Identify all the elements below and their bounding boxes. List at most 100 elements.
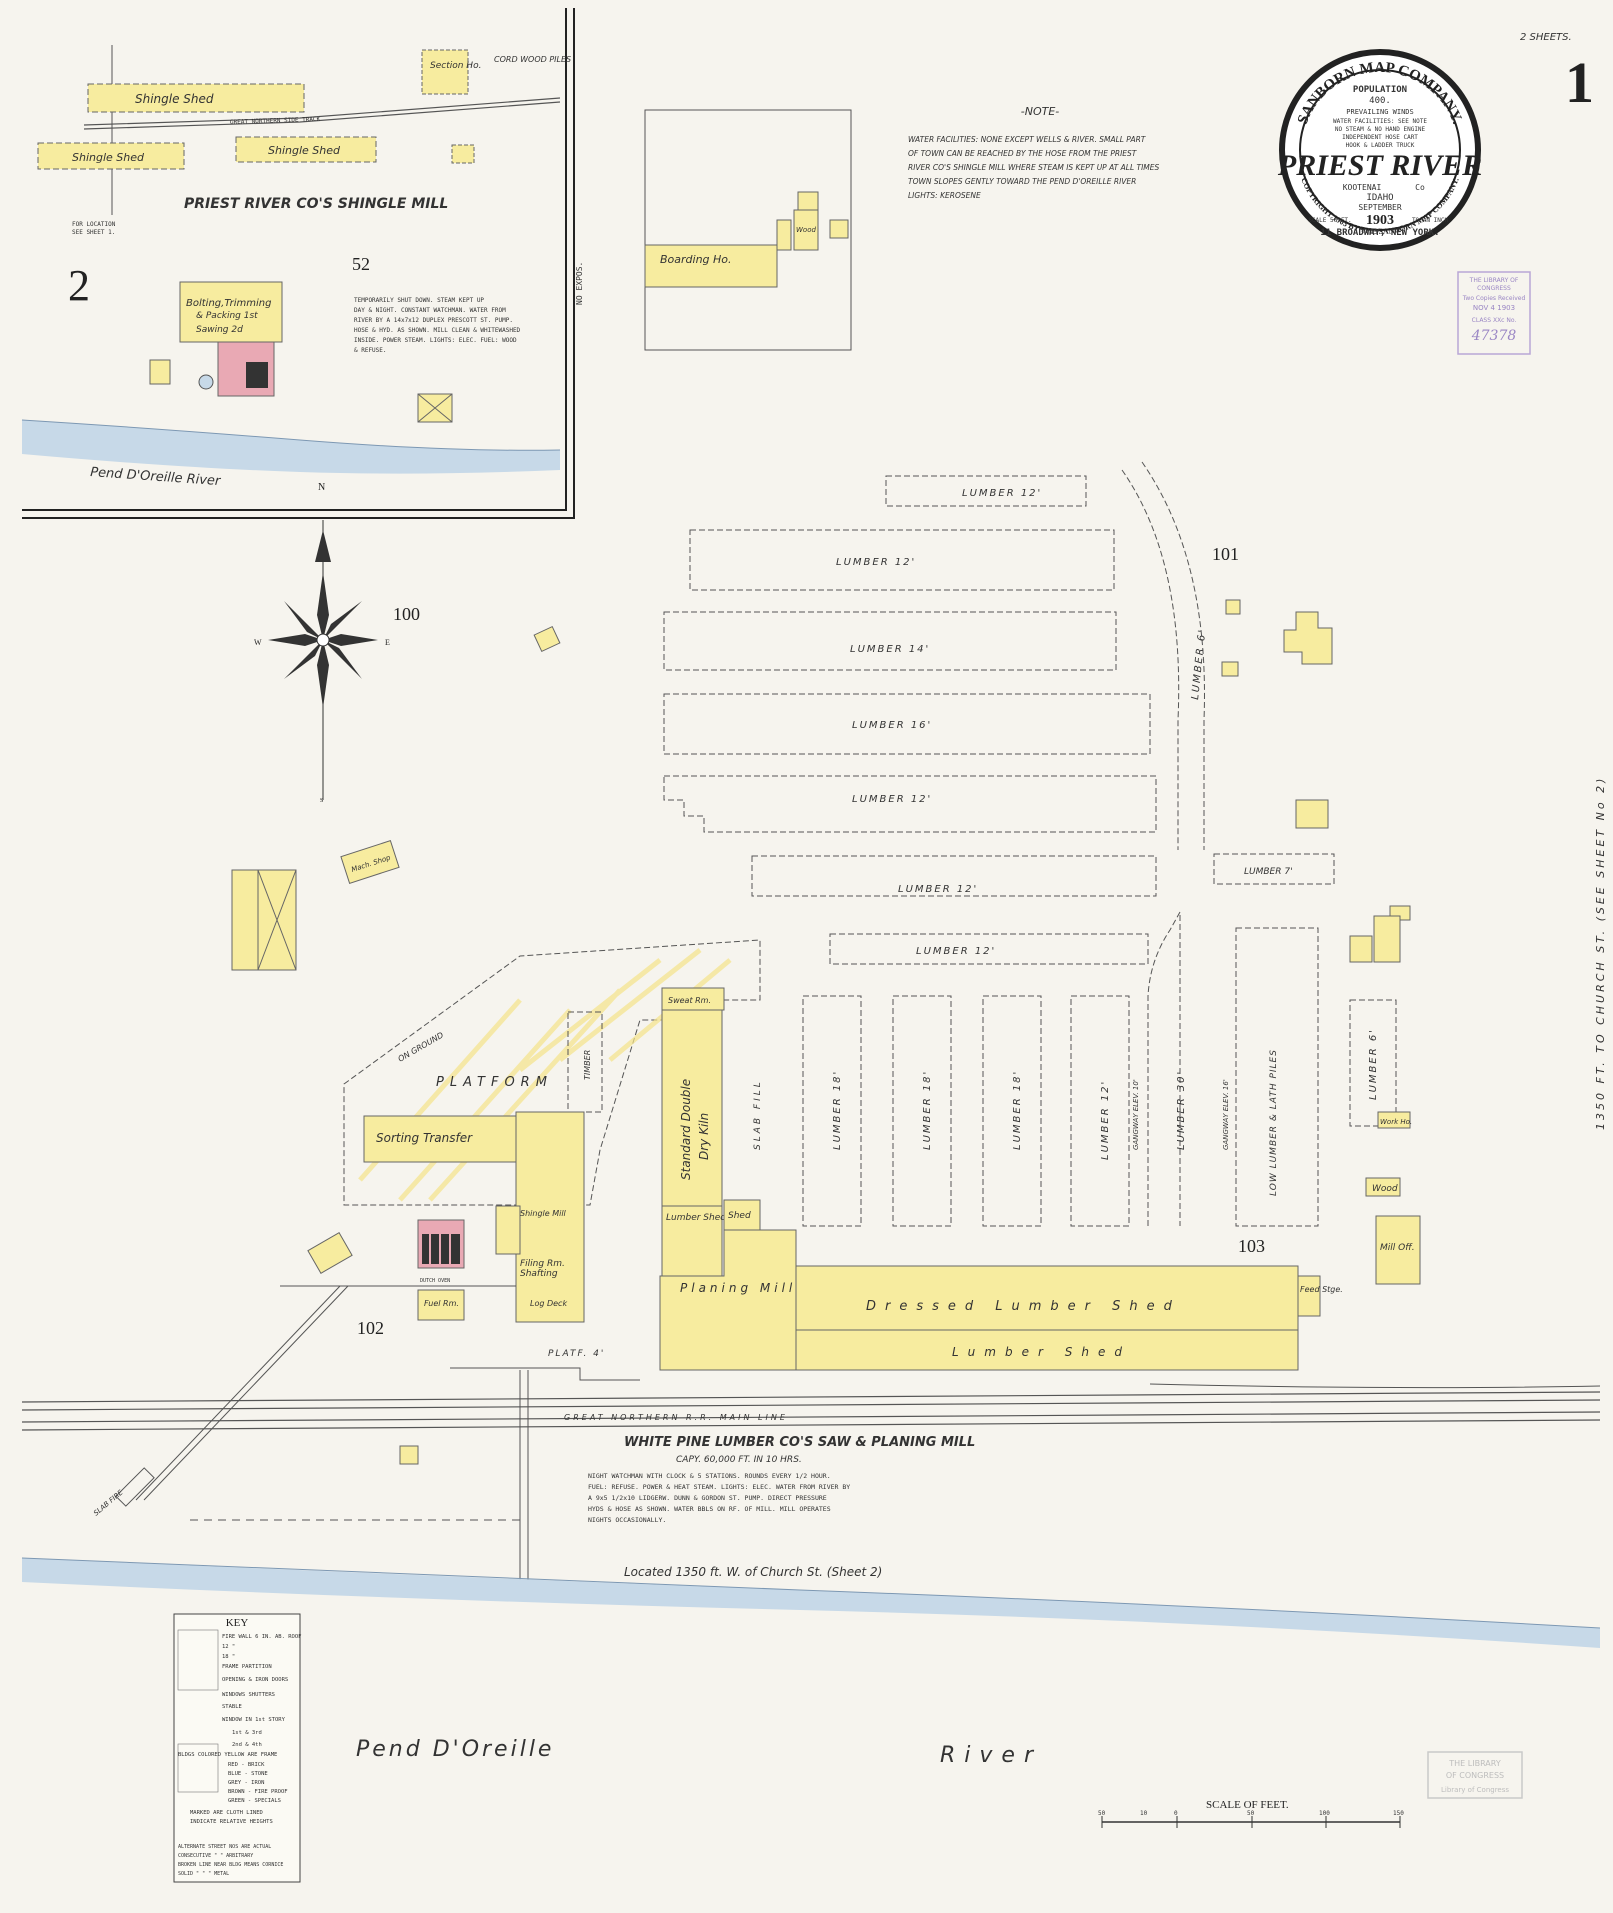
seal-month: SEPTEMBER — [1358, 203, 1402, 212]
inset-small-shed — [451, 144, 475, 164]
railroad-main-line: GREAT NORTHERN R.R. MAIN LINE — [21, 1383, 1601, 1431]
scale-tick-5: 100 — [1319, 1810, 1330, 1817]
mill-office-label: Mill Off. — [1380, 1243, 1415, 1253]
seal-scale-left: SCALE 50 FT. — [1308, 217, 1351, 224]
shingle-mill-label: Shingle Mill — [520, 1209, 567, 1218]
sanborn-seal: SANBORN MAP COMPANY. COPYRIGHT 1903 BY T… — [1277, 49, 1482, 251]
lumber-col-4: LUMBER 12' — [1100, 1080, 1111, 1160]
platform-label: PLATFORM — [436, 1075, 553, 1090]
block-102: 102 — [357, 1318, 384, 1338]
feed-storage — [1297, 1275, 1321, 1317]
lumber-yard-rows: LUMBER 12' LUMBER 12' LUMBER 14' LUMBER … — [663, 475, 1157, 965]
seal-county-suffix: Co — [1415, 183, 1425, 192]
seal-address: 11 BROADWAY, NEW YORK. — [1320, 228, 1439, 238]
key-item-15: BROWN - FIRE PROOF — [228, 1789, 288, 1795]
water-facilities-note: -NOTE- WATER FACILITIES: NONE EXCEPT WEL… — [908, 105, 1160, 200]
lumber-row-5: LUMBER 12' — [852, 794, 932, 805]
boarding-house-block: Boarding Ho. Wood — [644, 109, 852, 351]
dry-kiln-label-1: Standard Double — [679, 1079, 693, 1180]
lumber-7-label: LUMBER 7' — [1244, 867, 1293, 877]
library-stamp-bottom: THE LIBRARY OF CONGRESS Library of Congr… — [1427, 1751, 1523, 1799]
inset-bolting-3: Sawing 2d — [196, 325, 243, 335]
library-stamp: THE LIBRARY OF CONGRESS Two Copies Recei… — [1457, 271, 1531, 355]
lumber-shed-small-label: Lumber Shed — [666, 1213, 726, 1223]
compass-north: N — [318, 482, 325, 493]
map-key: KEY FIRE WALL 6 IN. AB. ROOF 12 " 18 " F… — [173, 1613, 301, 1883]
seal-population-label: POPULATION — [1353, 85, 1407, 95]
scale-tick-1: 50 — [1098, 1810, 1106, 1817]
inset-block-number: 52 — [352, 254, 370, 274]
key-item-8: WINDOW IN 1st STORY — [222, 1717, 286, 1723]
inset-boiler — [246, 362, 268, 388]
lumber-row-4: LUMBER 16' — [852, 720, 932, 731]
dry-kiln-label-2: Dry Kiln — [697, 1113, 711, 1160]
inset-sheet-label: 2 — [68, 261, 90, 310]
inset-section-house — [421, 49, 469, 95]
compass-south: S — [320, 798, 323, 804]
stamp-line-5: CLASS XXc No. — [1472, 317, 1517, 324]
lumber-row-2: LUMBER 12' — [836, 557, 916, 568]
fuel-room-label: Fuel Rm. — [424, 1299, 459, 1308]
inset-road-label: NO EXPOS. — [575, 262, 584, 305]
inset-shed-1-label: Shingle Shed — [135, 92, 214, 106]
block-100: 100 — [393, 604, 420, 624]
seal-state: IDAHO — [1366, 193, 1393, 203]
seal-water: WATER FACILITIES: SEE NOTE — [1333, 118, 1427, 125]
river-label-right: River — [940, 1743, 1042, 1768]
work-house — [1377, 1111, 1411, 1129]
key-item-21: BROKEN LINE NEAR BLDG MEANS CORNICE — [178, 1862, 283, 1868]
block-101-dwellings: Work Ho. Wood Mill Off. — [1221, 599, 1421, 1285]
shed-small-label: Shed — [728, 1211, 751, 1221]
compass-west: W — [254, 638, 262, 647]
lumber-row-7: LUMBER 12' — [916, 946, 996, 957]
key-item-3: 18 " — [222, 1654, 235, 1660]
dry-kiln — [661, 1009, 723, 1207]
lumber-col-6: LOW LUMBER & LATH PILES — [1269, 1049, 1279, 1196]
timber-label: TIMBER — [583, 1050, 592, 1080]
compass-east: E — [385, 638, 390, 647]
mill-note-1: NIGHT WATCHMAN WITH CLOCK & 5 STATIONS. … — [588, 1472, 831, 1480]
white-pine-mill: Sorting Transfer Shingle Mill Filing Rm.… — [307, 987, 1343, 1381]
lumber-col-5: LUMBER 30' — [1176, 1070, 1187, 1150]
note-line-1: WATER FACILITIES: NONE EXCEPT WELLS & RI… — [908, 135, 1147, 144]
inset-shingle-shed-2 — [37, 142, 185, 170]
mill-note-4: HYDS & HOSE AS SHOWN. WATER BBLS ON RF. … — [588, 1505, 831, 1513]
mill-note-5: NIGHTS OCCASIONALLY. — [588, 1516, 666, 1524]
bottom-stamp-line-2: OF CONGRESS — [1446, 1771, 1504, 1780]
mill-location: Located 1350 ft. W. of Church St. (Sheet… — [624, 1565, 882, 1579]
mill-note-2: FUEL: REFUSE. POWER & HEAT STEAM. LIGHTS… — [588, 1483, 850, 1491]
seal-hose: INDEPENDENT HOSE CART — [1342, 134, 1418, 141]
bottom-stamp-line-1: THE LIBRARY — [1448, 1759, 1501, 1768]
wood-shed-101-label: Wood — [1372, 1184, 1398, 1194]
key-item-10: 2nd & 4th — [232, 1742, 262, 1748]
bottom-stamp-line-3: Library of Congress — [1441, 1786, 1509, 1794]
shingle-mill-inset: GREAT NORTHERN SIDE TRACK Shingle Shed S… — [21, 8, 584, 519]
slab-fill-label: SLAB FILL — [753, 1079, 763, 1150]
sheet-number: 1 — [1565, 50, 1594, 115]
key-item-12: RED - BRICK — [228, 1762, 265, 1768]
inset-bolting-1: Bolting,Trimming — [186, 298, 272, 309]
gang-trimmer-building — [515, 1111, 585, 1323]
stamp-line-2: CONGRESS — [1477, 285, 1511, 292]
stamp-line-3: Two Copies Received — [1462, 295, 1526, 302]
church-street-reference: 1350 FT. TO CHURCH ST. (SEE SHEET No 2) — [1594, 776, 1607, 1130]
lumber-row-3: LUMBER 14' — [850, 644, 930, 655]
boarding-house-label: Boarding Ho. — [660, 253, 732, 266]
shafting-label: Shafting — [520, 1269, 558, 1279]
key-item-6: WINDOWS SHUTTERS — [222, 1692, 275, 1698]
inset-track-label: GREAT NORTHERN SIDE TRACK — [230, 116, 321, 126]
seal-county: KOOTENAI — [1343, 183, 1382, 192]
scale-tick-2: 10 — [1140, 1810, 1148, 1817]
inset-cord-wood: CORD WOOD PILES — [494, 55, 571, 64]
seal-scale-right: TO AN INCH — [1412, 217, 1449, 224]
stamp-line-6: 47378 — [1471, 328, 1517, 344]
inset-location-2: SEE SHEET 1. — [72, 229, 115, 236]
seal-ladder: HOOK & LADDER TRUCK — [1346, 142, 1415, 149]
fuel-room — [417, 1289, 465, 1321]
dutch-oven-label: DUTCH OVEN — [420, 1278, 450, 1284]
scale-tick-3: 0 — [1174, 1810, 1178, 1817]
inset-section-label: Section Ho. — [430, 61, 481, 71]
lumber-col-7: LUMBER 6' — [1368, 1028, 1379, 1100]
scale-tick-6: 150 — [1393, 1810, 1404, 1817]
